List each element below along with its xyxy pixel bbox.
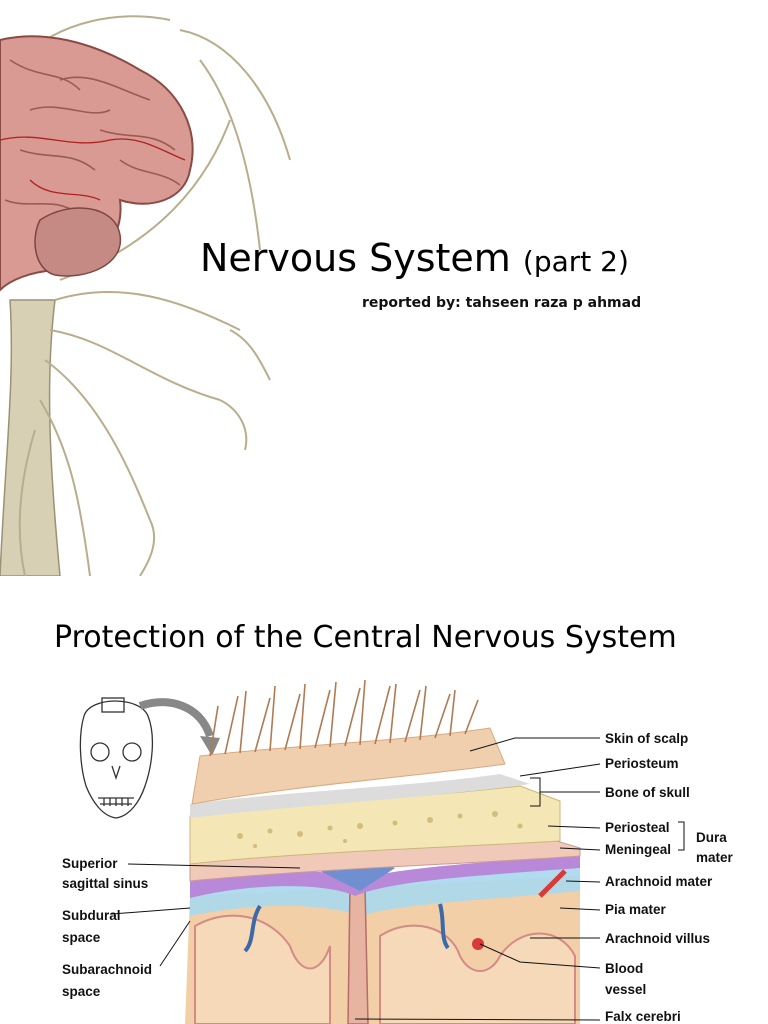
label-blood: Blood <box>605 961 643 976</box>
label-mater: mater <box>696 850 734 865</box>
label-subdural: Subdural <box>62 908 121 923</box>
label-arachnoid-villus: Arachnoid villus <box>605 931 710 946</box>
arrow-icon <box>138 698 214 738</box>
skull-sketch <box>79 697 153 819</box>
label-dura: Dura <box>696 830 727 845</box>
label-vessel: vessel <box>605 982 646 997</box>
slide2-title: Protection of the Central Nervous System <box>54 620 677 655</box>
label-superior: Superior <box>62 856 118 871</box>
label-skin-of-scalp: Skin of scalp <box>605 731 688 746</box>
slide-title: Nervous System (part 2) <box>200 236 629 280</box>
label-space-subarachnoid: space <box>62 984 101 999</box>
label-space-subdural: space <box>62 930 101 945</box>
label-periosteal: Periosteal <box>605 820 670 835</box>
reporter-line: reported by: tahseen raza p ahmad <box>362 295 642 311</box>
label-falx-cerebri: Falx cerebri <box>605 1009 681 1024</box>
label-meningeal: Meningeal <box>605 842 671 857</box>
label-bone-of-skull: Bone of skull <box>605 785 690 800</box>
label-arachnoid-mater: Arachnoid mater <box>605 874 713 889</box>
layers-block <box>185 679 581 1024</box>
label-periosteum: Periosteum <box>605 756 679 771</box>
brain-nerves-illustration <box>0 0 316 576</box>
content-slide: Protection of the Central Nervous System <box>0 600 768 1024</box>
label-subarachnoid: Subarachnoid <box>62 962 152 977</box>
label-sagittal-sinus: sagittal sinus <box>62 876 148 891</box>
title-slide: Nervous System (part 2) reported by: tah… <box>0 0 642 576</box>
title-sub: (part 2) <box>522 245 629 278</box>
image-watermark <box>160 556 164 567</box>
label-pia-mater: Pia mater <box>605 902 667 917</box>
meninges-diagram: Skin of scalp Periosteum Bone of skull P… <box>62 679 734 1024</box>
title-main: Nervous System <box>200 236 511 280</box>
